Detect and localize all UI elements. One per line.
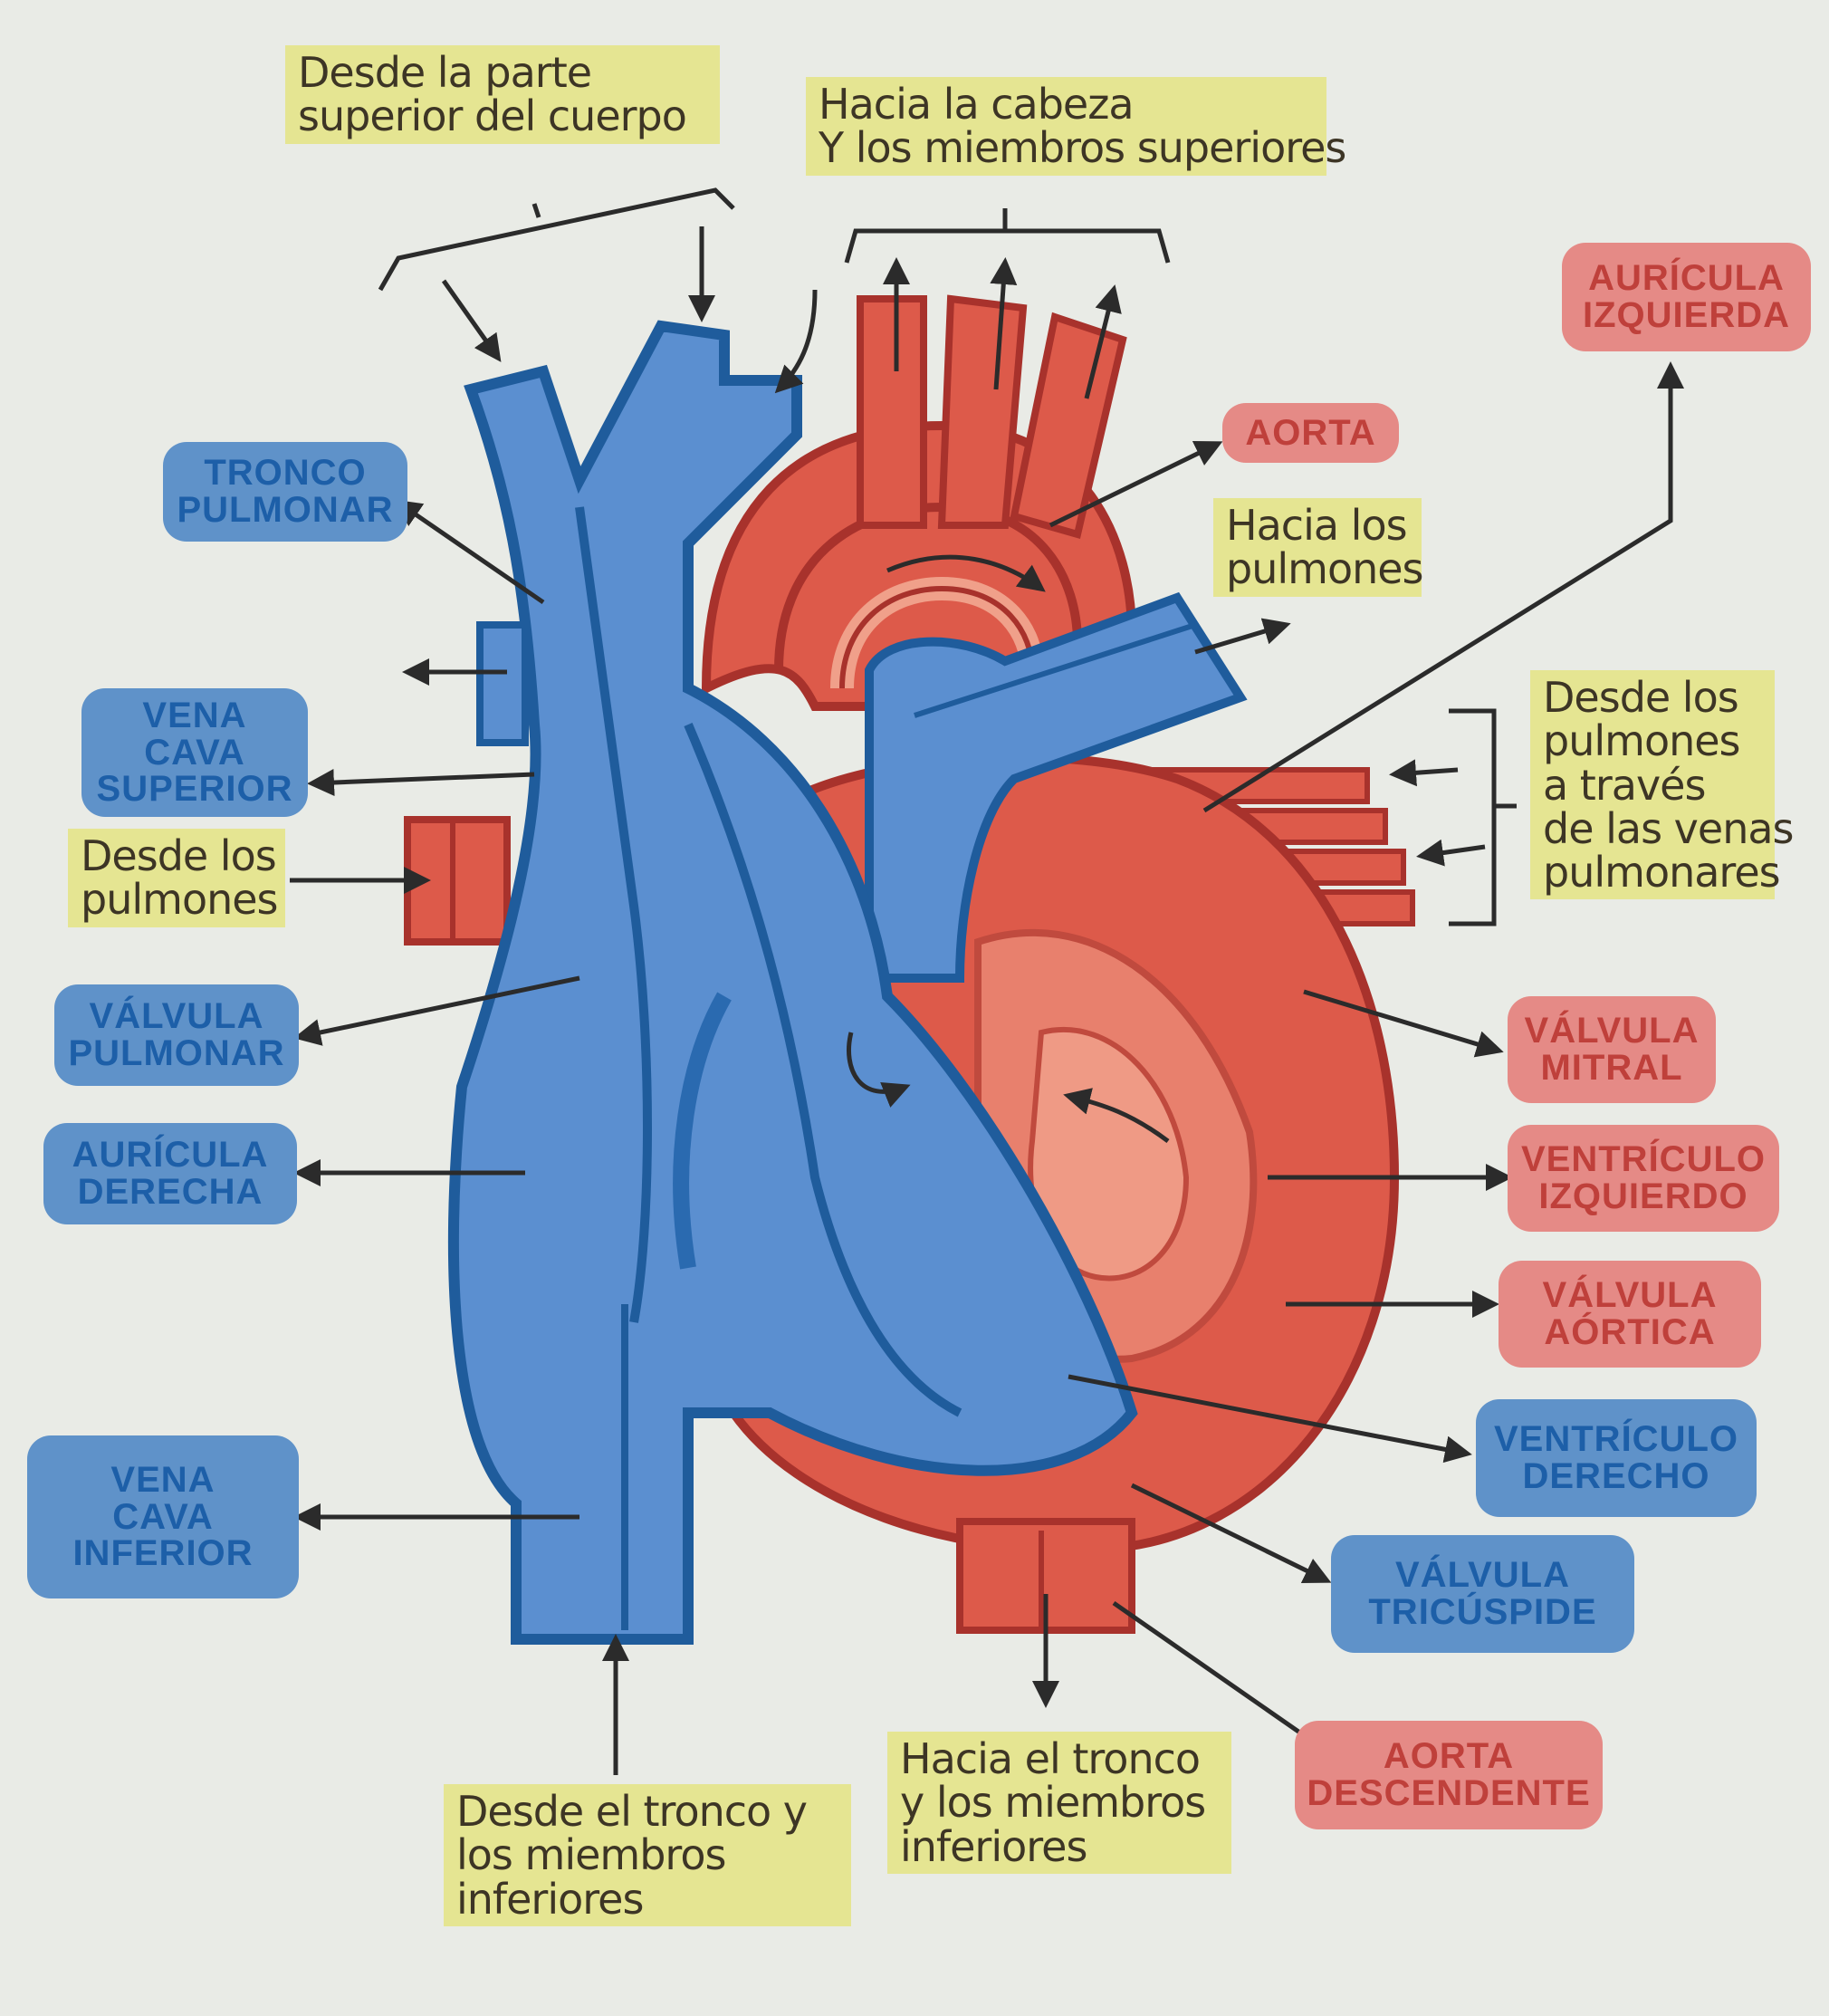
label-ventriculo-derecho: VENTRÍCULO DERECHO	[1476, 1399, 1757, 1517]
label-auricula-derecha: AURÍCULA DERECHA	[43, 1123, 297, 1224]
note-hacia-tronco: Hacia el tronco y los miembros inferiore…	[887, 1732, 1231, 1874]
label-valvula-tricuspide: VÁLVULA TRICÚSPIDE	[1331, 1535, 1634, 1653]
note-desde-pulmones-venas: Desde los pulmones a través de las venas…	[1530, 670, 1775, 899]
label-valvula-pulmonar: VÁLVULA PULMONAR	[54, 984, 299, 1086]
note-desde-tronco: Desde el tronco y los miembros inferiore…	[444, 1784, 851, 1926]
label-auricula-izquierda: AURÍCULA IZQUIERDA	[1562, 243, 1811, 351]
label-aorta-descendente: AORTA DESCENDENTE	[1295, 1721, 1603, 1829]
label-vena-cava-inferior: VENA CAVA INFERIOR	[27, 1435, 299, 1598]
note-desde-parte-superior: Desde la parte superior del cuerpo	[285, 45, 720, 144]
label-valvula-aortica: VÁLVULA AÓRTICA	[1499, 1261, 1761, 1368]
note-desde-pulmones: Desde los pulmones	[68, 829, 285, 927]
label-aorta: AORTA	[1222, 403, 1399, 463]
note-hacia-cabeza: Hacia la cabeza Y los miembros superiore…	[806, 77, 1326, 176]
label-valvula-mitral: VÁLVULA MITRAL	[1508, 996, 1716, 1103]
note-hacia-pulmones: Hacia los pulmones	[1213, 498, 1422, 597]
label-tronco-pulmonar: TRONCO PULMONAR	[163, 442, 407, 542]
label-ventriculo-izquierdo: VENTRÍCULO IZQUIERDO	[1508, 1125, 1779, 1232]
aortic-branches	[860, 299, 1123, 534]
label-vena-cava-superior: VENA CAVA SUPERIOR	[81, 688, 308, 817]
